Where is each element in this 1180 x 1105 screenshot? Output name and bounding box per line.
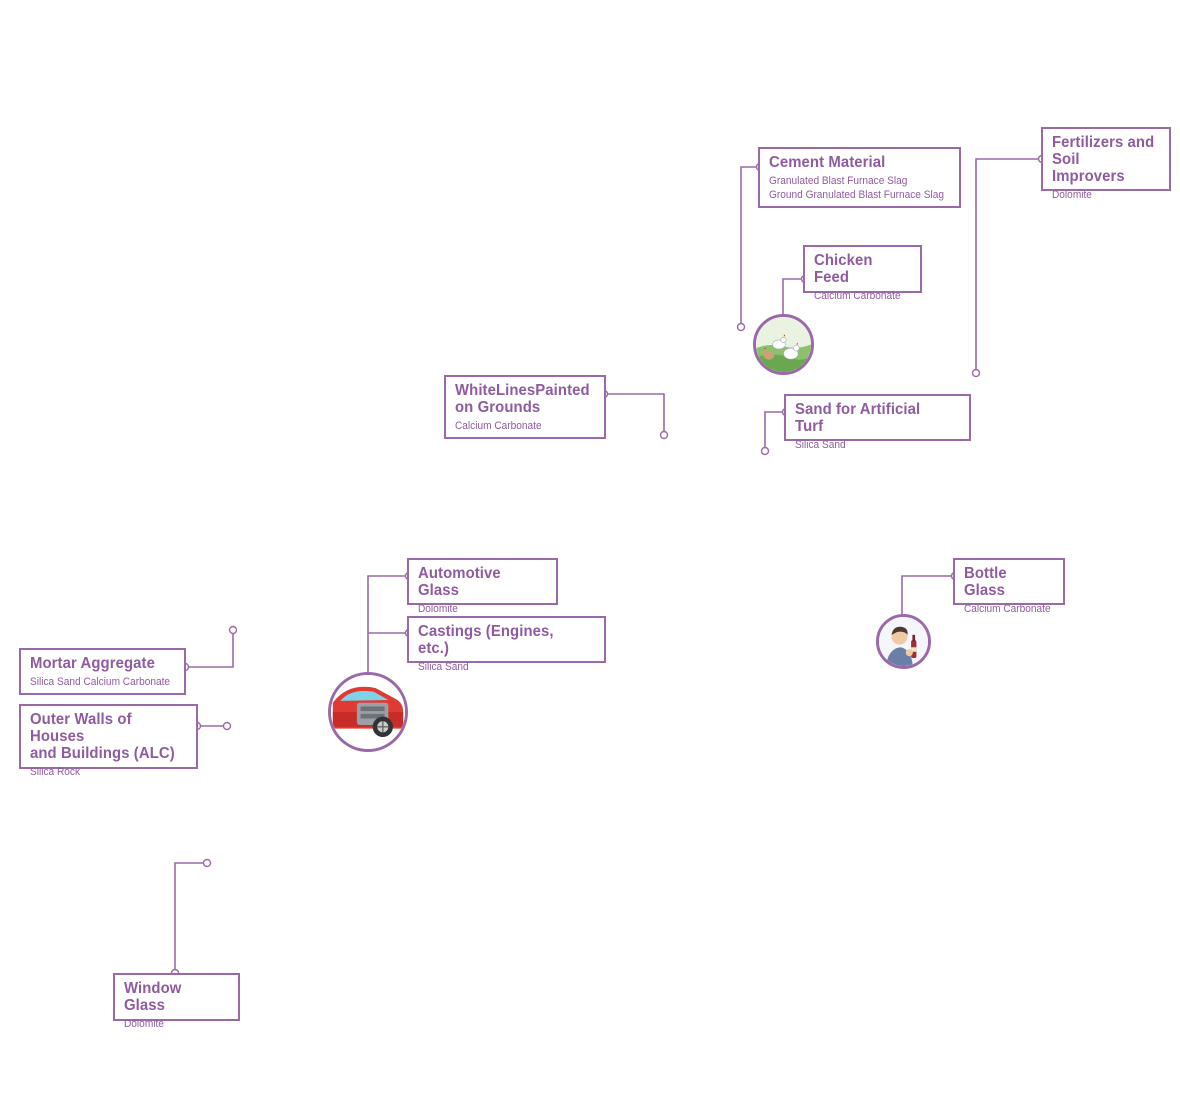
card-title: Bottle Glass	[964, 565, 1007, 599]
connector-dot	[760, 446, 770, 456]
person-with-bottle-illustration-icon	[876, 614, 931, 669]
card-material: Silica Sand	[795, 439, 846, 451]
card-title: Window Glass	[124, 980, 182, 1014]
bottle-connector	[901, 575, 955, 614]
turf-connector	[764, 411, 786, 451]
bottle-glass-card: Bottle Glass Calcium Carbonate	[953, 558, 1065, 615]
connector-dot	[222, 721, 232, 731]
fertilizers-connector	[975, 158, 1042, 373]
castings-card: Castings (Engines, etc.) Silica Sand	[407, 616, 606, 673]
connector-dot	[736, 322, 746, 332]
card-material: Calcium Carbonate	[455, 420, 542, 432]
card-title: Outer Walls of Houses and Buildings (ALC…	[30, 711, 175, 762]
mortar-connector	[185, 630, 234, 668]
connector-dot	[228, 625, 238, 635]
white-lines-card: WhiteLinesPainted on Grounds Calcium Car…	[444, 375, 606, 439]
card-title: Cement Material	[769, 154, 886, 171]
card-title: Automotive Glass	[418, 565, 501, 599]
card-title: Fertilizers and Soil Improvers	[1052, 134, 1155, 185]
card-material: Silica Sand Calcium Carbonate	[30, 676, 171, 688]
chicken-connector	[782, 278, 805, 314]
automotive-glass-card: Automotive Glass Dolomite	[407, 558, 558, 615]
connector-dot	[202, 858, 212, 868]
chicken-illustration-icon	[753, 314, 814, 375]
card-title: Mortar Aggregate	[30, 655, 155, 672]
autoglass-connector	[367, 575, 409, 673]
connector-dot	[659, 430, 669, 440]
mortar-aggregate-card: Mortar Aggregate Silica Sand Calcium Car…	[19, 648, 186, 695]
card-material: Dolomite	[418, 603, 458, 615]
card-material: Silica Rock	[30, 766, 81, 778]
card-material: Dolomite	[1052, 189, 1092, 201]
card-material: Silica Sand	[418, 661, 469, 673]
window-glass-card: Window Glass Dolomite	[113, 973, 240, 1030]
fertilizers-card: Fertilizers and Soil Improvers Dolomite	[1041, 127, 1171, 201]
card-material: Calcium Carbonate	[964, 603, 1051, 615]
card-title: Chicken Feed	[814, 252, 873, 286]
card-material: Ground Granulated Blast Furnace Slag	[769, 189, 944, 201]
card-title: WhiteLinesPainted on Grounds	[455, 382, 590, 416]
window-connector	[174, 862, 207, 973]
whitelines-connector	[604, 393, 665, 435]
chicken-feed-card: Chicken Feed Calcium Carbonate	[803, 245, 922, 302]
card-material: Granulated Blast Furnace Slag	[769, 175, 908, 187]
card-title: Sand for Artificial Turf	[795, 401, 921, 435]
cement-material-card: Cement Material Granulated Blast Furnace…	[758, 147, 961, 208]
outer-walls-card: Outer Walls of Houses and Buildings (ALC…	[19, 704, 198, 778]
card-title: Castings (Engines, etc.)	[418, 623, 554, 657]
card-material: Calcium Carbonate	[814, 290, 901, 302]
car-engine-illustration-icon	[328, 672, 408, 752]
card-material: Dolomite	[124, 1018, 164, 1030]
connector-dot	[971, 368, 981, 378]
artificial-turf-card: Sand for Artificial Turf Silica Sand	[784, 394, 971, 451]
